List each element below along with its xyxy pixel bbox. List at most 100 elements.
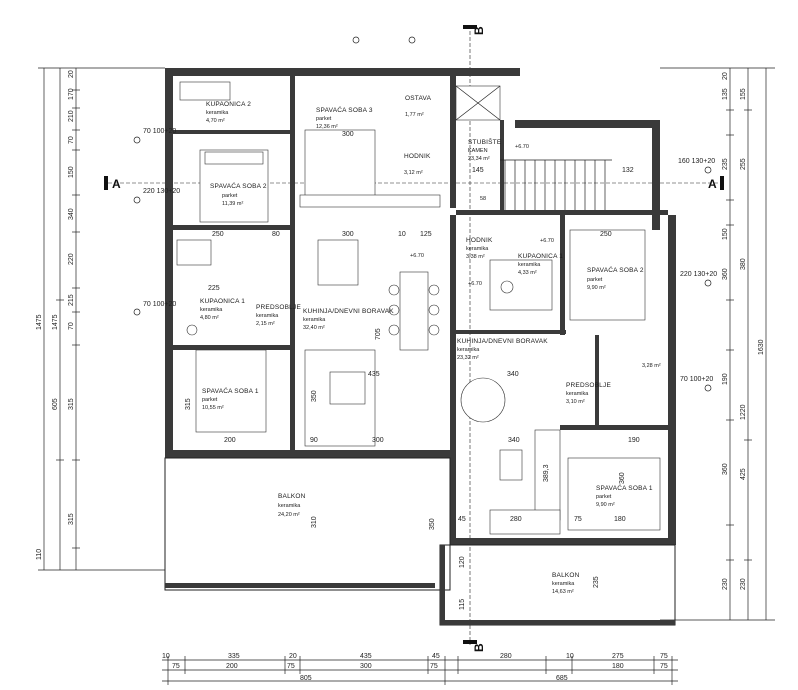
dim-bottom: 20 — [289, 653, 297, 660]
room-floor: keramika — [278, 503, 301, 509]
dim-right: 380 — [740, 258, 747, 270]
interior-dim: 145 — [472, 167, 484, 174]
dim-bottom-total-left: 805 — [300, 675, 312, 682]
interior-dim: 90 — [310, 437, 318, 444]
dim-right: 360 — [722, 463, 729, 475]
room-area: 24,20 m² — [278, 512, 300, 518]
room-floor: parket — [587, 277, 603, 283]
interior-dim: 315 — [185, 398, 192, 410]
room-floor: keramika — [552, 581, 575, 587]
dim-left: 70 — [68, 322, 75, 330]
interior-dim: 115 — [459, 599, 466, 610]
room-area: 32,40 m² — [303, 325, 325, 331]
room-floor: KAMEN — [468, 148, 488, 154]
section-a-left: A — [112, 177, 121, 191]
dim-bottom: 75 — [287, 663, 295, 670]
window-tag: 220 130+20 — [143, 188, 180, 195]
interior-dim: 45 — [458, 516, 466, 523]
bottom-dimensions: 10 335 20 435 45 280 10 275 75 75 200 75… — [162, 653, 678, 685]
room-floor: keramika — [518, 262, 541, 268]
room-name: SPAVAĆA SOBA 1 — [202, 386, 259, 395]
dim-bottom: 75 — [430, 663, 438, 670]
dim-bottom: 280 — [500, 653, 512, 660]
room-name: STUBIŠTE — [468, 137, 502, 146]
interior-dim: 132 — [622, 167, 634, 174]
room-name: BALKON — [552, 572, 580, 579]
interior-dim: 75 — [574, 516, 582, 523]
room-floor: parket — [222, 193, 238, 199]
room-name: PREDSOBLJE — [566, 382, 611, 389]
window-tag: 220 130+20 — [680, 271, 717, 278]
window-tag: 70 100+20 — [680, 376, 713, 383]
furniture — [176, 81, 661, 535]
dim-left: 110 — [36, 549, 43, 560]
interior-dim: 300 — [342, 231, 354, 238]
section-b-bottom: B — [472, 643, 486, 652]
dim-bottom: 10 — [566, 653, 574, 660]
interior-dim: 310 — [311, 516, 318, 528]
room-name: SPAVAĆA SOBA 3 — [316, 105, 373, 114]
interior-dim: 360 — [619, 472, 626, 484]
interior-dimensions: 300 250 80 300 10 125 250 225 435 340 20… — [185, 131, 640, 610]
window-tags: 70 100+20 220 130+20 70 100+20 160 130+2… — [133, 36, 717, 392]
interior-dim: 80 — [272, 231, 280, 238]
room-area: 23,34 m² — [468, 156, 490, 162]
room-name: HODNIK — [404, 153, 431, 160]
room-area: 3,38 m² — [466, 254, 485, 260]
section-a-right: A — [708, 177, 717, 191]
interior-dim: 250 — [600, 231, 612, 238]
room-area: 9,90 m² — [596, 502, 615, 508]
dim-right: 155 — [740, 88, 747, 100]
room-name: SPAVAĆA SOBA 1 — [596, 483, 653, 492]
stair-count: 58 — [480, 196, 486, 202]
walls — [164, 68, 676, 626]
room-floor: keramika — [256, 313, 279, 319]
interior-dim: 190 — [628, 437, 640, 444]
level-marker: +6.70 — [540, 238, 554, 244]
room-name: HODNIK — [466, 237, 493, 244]
dim-bottom: 200 — [226, 663, 238, 670]
interior-dim: 350 — [311, 390, 318, 402]
interior-dim: 120 — [459, 556, 466, 568]
dim-right: 190 — [722, 373, 729, 385]
dim-left-total: 1475 — [36, 314, 43, 330]
dim-right: 235 — [722, 158, 729, 170]
room-area: 1,77 m² — [405, 112, 424, 118]
dim-right: 230 — [740, 578, 747, 590]
level-marker: +6.70 — [515, 144, 529, 150]
interior-dim: 10 — [398, 231, 406, 238]
dim-bottom: 75 — [660, 653, 668, 660]
left-dimensions: 1475 1475 20 170 210 70 150 340 220 215 … — [36, 67, 165, 571]
room-area: 4,80 m² — [200, 315, 219, 321]
dim-left: 215 — [68, 294, 75, 306]
room-area: 10,55 m² — [202, 405, 224, 411]
dim-right-total: 1630 — [758, 339, 765, 355]
room-area: 12,36 m² — [316, 124, 338, 130]
room-area: 4,70 m² — [206, 118, 225, 124]
dim-left: 605 — [52, 398, 59, 410]
section-b-top: B — [472, 26, 486, 35]
room-name: PREDSOBLJE — [256, 304, 301, 311]
interior-dim: 280 — [510, 516, 522, 523]
room-area: 3,10 m² — [566, 399, 585, 405]
room-floor: parket — [316, 116, 332, 122]
dim-bottom: 75 — [660, 663, 668, 670]
room-floor: keramika — [457, 347, 480, 353]
dim-bottom: 435 — [360, 653, 372, 660]
dim-left: 150 — [68, 166, 75, 178]
level-marker: +6.70 — [410, 253, 424, 259]
room-area: 23,32 m² — [457, 355, 479, 361]
dim-left: 220 — [68, 253, 75, 265]
dim-right: 230 — [722, 578, 729, 590]
room-name: KUHINJA/DNEVNI BORAVAK — [303, 308, 394, 315]
interior-dim: 435 — [368, 371, 380, 378]
room-name: KUPAONICA 1 — [200, 298, 245, 305]
window-tag: 160 130+20 — [678, 158, 715, 165]
dim-left-total-2: 1475 — [52, 314, 59, 330]
dim-left: 210 — [68, 110, 75, 122]
interior-dim: 235 — [593, 576, 600, 588]
interior-dim: 200 — [224, 437, 236, 444]
room-floor: keramika — [566, 391, 589, 397]
dim-right-total-2: 1220 — [740, 404, 747, 420]
